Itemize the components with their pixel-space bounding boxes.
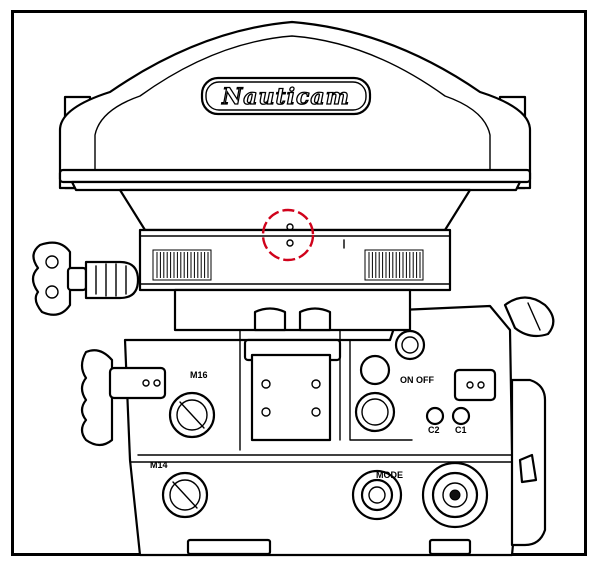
round-buttons[interactable] — [354, 354, 396, 433]
brand-logo-text: Nauticam — [221, 84, 350, 110]
mode-dial[interactable]: MODE — [351, 469, 403, 521]
power-switch[interactable]: ON OFF — [394, 329, 497, 402]
gear-knob[interactable] — [421, 461, 489, 529]
grip-ridges-right — [364, 249, 424, 281]
custom-buttons[interactable]: C2 C1 — [425, 406, 471, 435]
logo-badge: Nauticam — [200, 76, 372, 116]
highlight-circle — [261, 208, 315, 262]
m14-knob[interactable]: M14 — [150, 460, 209, 519]
c2-label: C2 — [428, 425, 440, 435]
lens-shade — [58, 20, 532, 232]
on-off-label: ON OFF — [400, 375, 434, 385]
screw-hole — [286, 239, 294, 247]
m16-label: M16 — [190, 370, 208, 380]
port-lock-knob[interactable] — [31, 241, 140, 316]
m14-label: M14 — [150, 460, 168, 470]
tripod-foot — [186, 538, 472, 556]
mode-label: MODE — [376, 470, 403, 480]
port-body — [138, 223, 452, 292]
screw-hole — [286, 223, 294, 231]
grip-ridges-left — [152, 249, 212, 281]
shoe-mount — [243, 307, 342, 442]
c1-label: C1 — [455, 425, 467, 435]
m16-knob[interactable]: M16 — [168, 370, 216, 439]
left-tray-knob[interactable] — [80, 349, 167, 447]
